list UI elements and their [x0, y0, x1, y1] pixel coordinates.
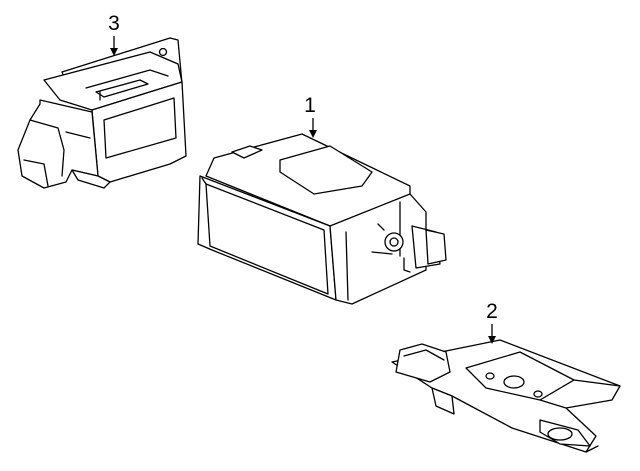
- callout-3: 3: [108, 12, 120, 56]
- callout-1-arrow: [309, 130, 317, 138]
- part-2-mounting-bracket[interactable]: [391, 339, 621, 453]
- callout-1-label: 1: [304, 94, 316, 117]
- callout-2-label: 2: [486, 300, 498, 323]
- callout-3-arrow: [110, 48, 118, 56]
- callout-2-arrow: [488, 336, 496, 344]
- part-1-control-module[interactable]: [197, 133, 447, 305]
- callout-3-label: 3: [108, 12, 120, 35]
- callout-2: 2: [486, 300, 498, 344]
- part-3-sensor-module[interactable]: [17, 37, 187, 189]
- callout-1: 1: [304, 94, 317, 138]
